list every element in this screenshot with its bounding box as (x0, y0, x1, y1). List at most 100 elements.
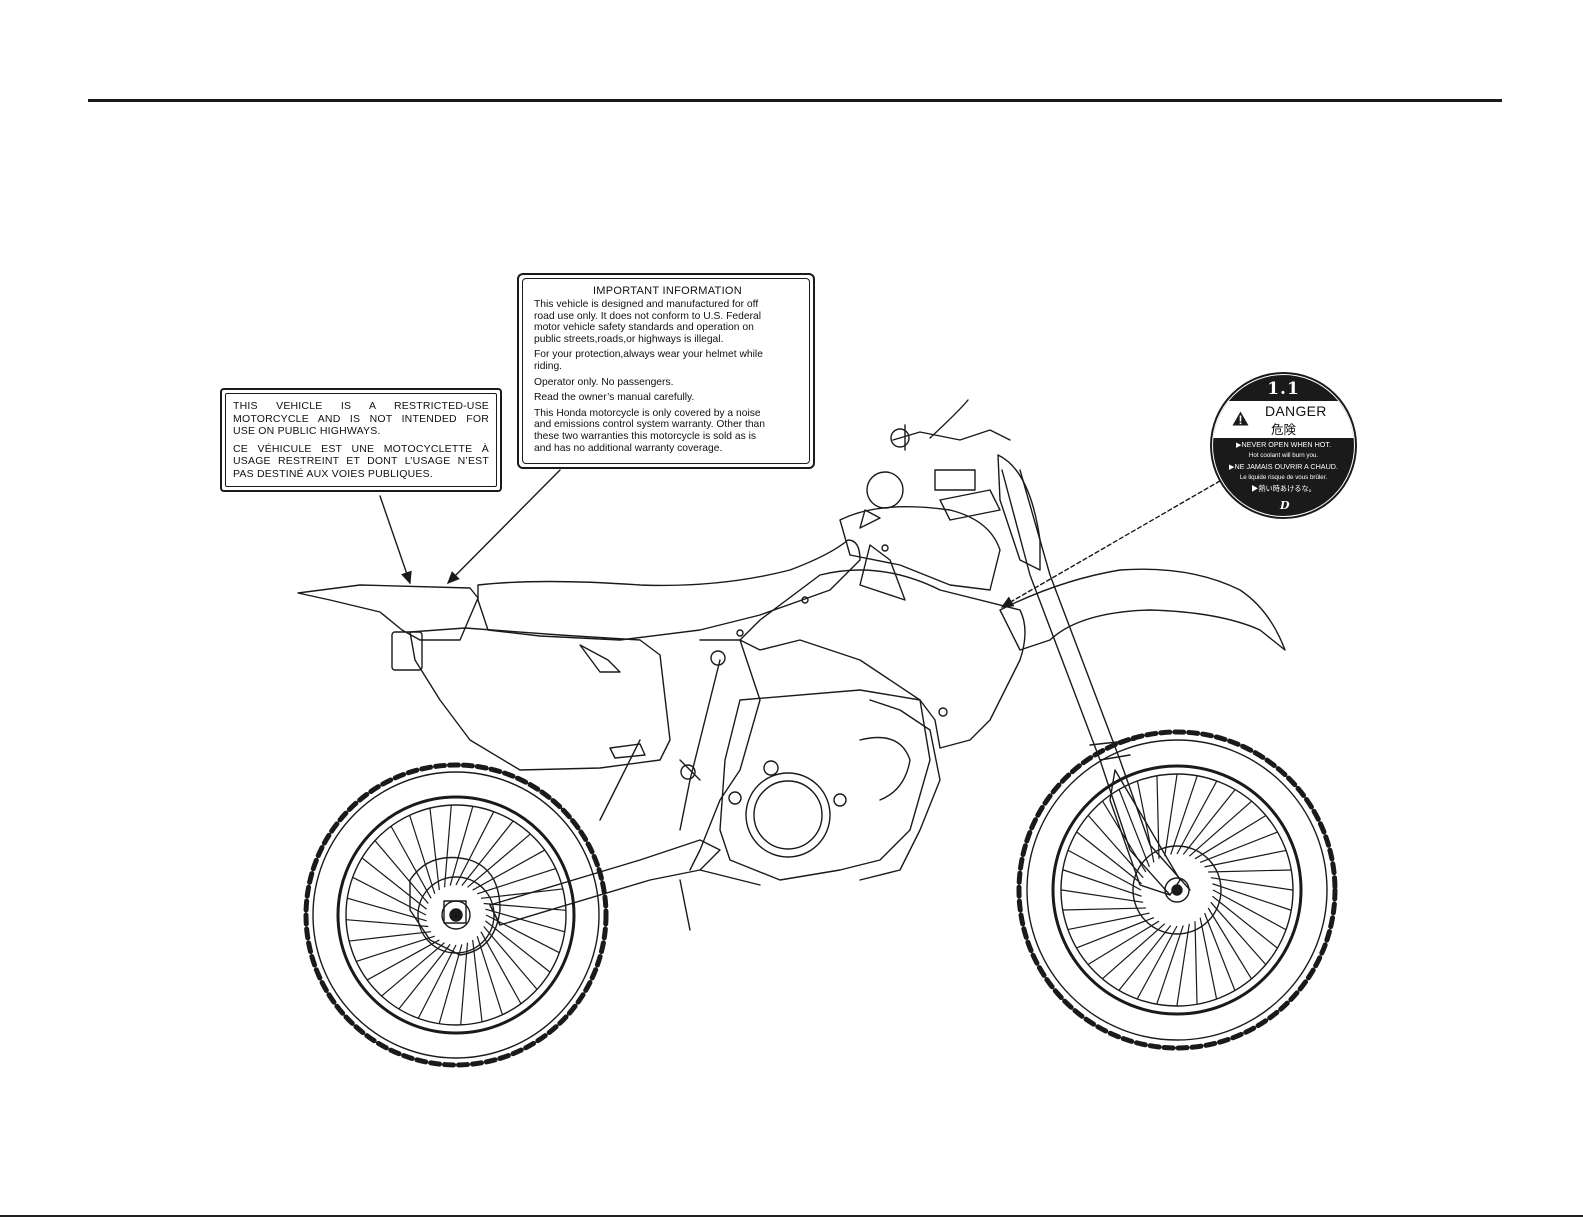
spoke (1076, 917, 1155, 949)
important-line: and has no additional warranty coverage. (534, 442, 723, 454)
engine-case (745, 772, 831, 858)
spoke (472, 849, 546, 891)
spoke (409, 815, 436, 894)
spoke (1062, 907, 1146, 911)
rear-fender (297, 584, 479, 641)
important-line: public streets,roads,or highways is ille… (534, 333, 724, 345)
spoke (1136, 925, 1178, 1000)
number-plate (997, 454, 1041, 571)
spoke (374, 840, 429, 904)
important-line: This Honda motorcycle is only covered by… (534, 407, 761, 419)
spoke (455, 811, 495, 886)
danger-line-en: ▶NEVER OPEN WHEN HOT. (1236, 440, 1331, 449)
danger-line-en-sub: Hot coolant will burn you. (1248, 452, 1319, 459)
spoke (1170, 775, 1198, 855)
rear-wheel (303, 762, 609, 1068)
spoke (1156, 925, 1184, 1005)
spoke (1156, 775, 1160, 859)
seat (477, 539, 861, 641)
important-paragraph-offroad: This vehicle is designed and manufacture… (534, 299, 801, 345)
bottom-rule (0, 1215, 1583, 1217)
spoke (352, 876, 427, 916)
spoke (1087, 920, 1160, 965)
spoke (1067, 912, 1150, 931)
spoke (1101, 923, 1166, 980)
important-paragraph-warranty: This Honda motorcycle is only covered by… (534, 408, 801, 454)
important-paragraph-helmet: For your protection,always wear your hel… (534, 349, 801, 372)
spoke (449, 806, 474, 886)
danger-line-fr: ▶NE JAMAIS OUVRIR A CHAUD. (1229, 462, 1338, 471)
spoke (472, 939, 483, 1022)
spoke (485, 914, 560, 954)
important-line: riding. (534, 360, 563, 372)
restricted-line: MOTORCYCLE AND IS NOT INTENDED FOR (233, 412, 489, 425)
top-rule (88, 99, 1502, 102)
spoke (1182, 789, 1236, 855)
important-line: and emissions control system warranty. O… (534, 419, 766, 431)
spoke (1212, 883, 1292, 911)
danger-kanji: 危険 (1271, 422, 1297, 437)
danger-word: DANGER (1265, 403, 1327, 419)
spoke (480, 888, 563, 899)
important-line: This vehicle is designed and manufacture… (534, 299, 759, 310)
swingarm (489, 839, 721, 926)
spoke (461, 820, 514, 886)
frame (599, 639, 761, 871)
spoke (1087, 814, 1144, 879)
spoke (1199, 917, 1218, 1000)
handlebar (892, 399, 1011, 451)
exhaust-pipe (859, 699, 941, 881)
spoke (381, 942, 445, 997)
spoke (1067, 849, 1142, 891)
warning-triangle-icon (1232, 411, 1249, 426)
important-line: road use only. It does not conform to U.… (534, 310, 762, 322)
spoke (346, 919, 429, 928)
spoke (361, 857, 427, 910)
spoke (443, 805, 452, 888)
spoke (1199, 831, 1278, 863)
spoke (1164, 773, 1178, 857)
important-paragraph-passengers: Operator only. No passengers. (534, 376, 674, 388)
important-line: For your protection,always wear your hel… (534, 349, 763, 361)
spoke (429, 808, 440, 891)
restricted-label-english: THIS VEHICLE IS A RESTRICTED-USE MOTORCY… (233, 400, 489, 438)
fork (1001, 469, 1191, 896)
spoke (1204, 912, 1236, 991)
spoke (366, 939, 440, 981)
restricted-line: PAS DESTINÉ AUX VOIES PUBLIQUES. (233, 467, 433, 480)
radiator-cap-danger-label: 1.1 DANGER 危険 ▶NEVER OPEN WHEN HOT. Hot … (1210, 372, 1357, 519)
spoke (1210, 877, 1294, 891)
spoke (1076, 831, 1142, 885)
important-paragraph-manual: Read the owner’s manual carefully. (534, 392, 695, 404)
restricted-line: CE VÉHICULE EST UNE MOTOCYCLETTE À (233, 442, 489, 455)
spoke (1194, 921, 1198, 1005)
spoke (483, 926, 538, 990)
important-label-title: IMPORTANT INFORMATION (592, 285, 743, 297)
engine-block (719, 689, 931, 881)
spoke (1194, 815, 1267, 860)
spoke (1176, 780, 1218, 855)
spoke (417, 944, 457, 1019)
leader-arrow-danger (1000, 473, 1233, 608)
spoke (477, 868, 556, 895)
spoke (1208, 869, 1292, 873)
spoke (1204, 849, 1287, 868)
side-panel (409, 627, 671, 771)
danger-line-fr-sub: Le liquide risque de vous brûler. (1239, 474, 1328, 481)
spoke (1118, 789, 1150, 868)
restricted-line: THIS VEHICLE IS A RESTRICTED-USE (233, 400, 489, 412)
spoke (1210, 901, 1267, 966)
rear-brake-disc (409, 856, 501, 956)
spoke (1212, 895, 1278, 949)
restricted-use-label: THIS VEHICLE IS A RESTRICTED-USE MOTORCY… (220, 388, 502, 492)
spoke (438, 944, 463, 1024)
spoke (1176, 923, 1190, 1007)
spoke (390, 825, 432, 899)
radiator-shroud (739, 569, 1026, 749)
important-line: these two warranties this motorcycle is … (534, 430, 757, 442)
fuel-tank (839, 505, 1001, 591)
spoke (347, 897, 427, 922)
danger-line-jp: ▶熱い時あけるな。 (1251, 484, 1316, 493)
footpeg (679, 869, 761, 931)
